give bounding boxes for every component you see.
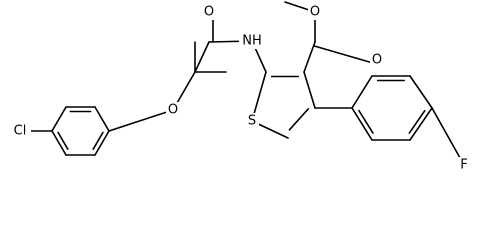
atom-chlorine: Cl [9,123,31,140]
molecule-diagram: O NH O O O S Cl F [9,1,471,174]
bond-q4-F [431,107,465,166]
atom-oxygen-ether: O [166,102,180,118]
bond-C4-C5-double [288,108,310,131]
bond-p6-p1 [51,130,67,156]
bond-C3-Ce [303,41,316,73]
bond-q6-q1 [351,107,373,141]
atom-sulfur-thiophene: S [245,113,259,130]
bond-q4-q5 [409,107,433,141]
atom-label-s: S [248,114,256,129]
bond-p4-p5 [94,130,110,156]
bond-q4-q5-double [408,109,426,134]
bond-p4-p5-double [92,131,104,151]
atom-fluorine: F [457,157,471,174]
atom-nitrogen-amide: NH [239,32,265,49]
atom-label-nh: NH [242,34,262,49]
bond-C3-C4 [303,71,316,109]
atom-label-o-amide: O [204,5,214,20]
bond-p6-p1-double [57,131,69,151]
atom-label-o-ether: O [168,103,178,118]
bond-Cq-Ca [194,41,210,73]
atom-oxygen-carbonyl-ester: O [370,52,384,68]
atom-label-layer: O NH O O O S Cl F [9,4,471,174]
bond-q6-q1-double [358,109,374,134]
bond-p4-Oe [108,109,174,132]
atom-oxygen-carbonyl-amide: O [202,4,216,20]
bond-q3-q4 [409,75,433,109]
bond-p3-p4 [94,106,110,132]
atom-label-o-ester: O [310,5,320,20]
atom-label-cl: Cl [14,124,27,139]
bond-q1-q2 [351,75,373,109]
bond-Ce-Oc-double [313,45,377,65]
atom-label-o-ester-carbonyl: O [372,53,382,68]
bond-S-C2 [251,71,267,122]
atom-label-f: F [460,158,467,173]
atom-oxygen-ester: O [308,4,322,20]
bond-layer [19,1,465,166]
bond-p1-p2 [51,106,67,132]
